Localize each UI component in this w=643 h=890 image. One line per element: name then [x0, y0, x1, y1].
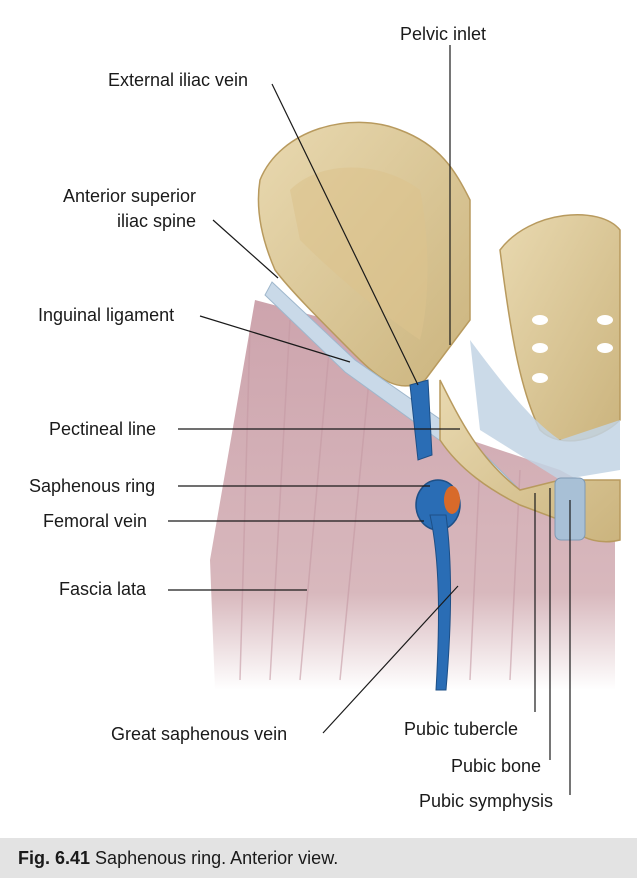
- label-great-saphenous-vein: Great saphenous vein: [111, 724, 288, 744]
- label-saphenous-ring: Saphenous ring: [29, 476, 156, 496]
- iliac-fossa: [290, 167, 428, 340]
- label-femoral-vein: Femoral vein: [43, 511, 148, 531]
- label-pubic-tubercle: Pubic tubercle: [404, 719, 519, 739]
- label-pectineal-line: Pectineal line: [49, 419, 157, 439]
- label-pelvic-inlet: Pelvic inlet: [400, 24, 487, 44]
- caption-bar: [0, 838, 637, 878]
- label-pubic-symphysis: Pubic symphysis: [419, 791, 554, 811]
- sacral-foramen: [597, 315, 613, 325]
- label-inguinal-ligament: Inguinal ligament: [38, 305, 175, 325]
- pointer-great-saphenous-vein: [322, 585, 459, 734]
- figure-caption: Fig. 6.41 Saphenous ring. Anterior view.: [18, 848, 338, 869]
- great-saphenous-vein-shape: [429, 514, 451, 691]
- label-external-iliac-vein: External iliac vein: [108, 70, 249, 90]
- label-pubic-bone: Pubic bone: [451, 756, 542, 776]
- figure-number: Fig. 6.41: [18, 848, 91, 868]
- pointer-anterior-superior-iliac-spine: [212, 219, 279, 279]
- sacral-foramen: [597, 343, 613, 353]
- label-anterior-superior-iliac-spine-line2: iliac spine: [116, 211, 196, 231]
- sacral-foramen: [532, 343, 548, 353]
- sacral-ligaments: [470, 340, 620, 480]
- external-iliac-vein-shape: [409, 379, 433, 461]
- pointer-external-iliac-vein: [271, 83, 419, 386]
- femoral-artery-shape: [444, 486, 460, 514]
- figure-caption-text: Saphenous ring. Anterior view.: [95, 848, 339, 868]
- sacral-foramen: [532, 315, 548, 325]
- pointer-inguinal-ligament: [199, 315, 351, 363]
- label-fascia-lata: Fascia lata: [59, 579, 147, 599]
- sacral-foramen: [532, 373, 548, 383]
- label-anterior-superior-iliac-spine-line1: Anterior superior: [62, 186, 196, 206]
- muscle-fibers: [239, 319, 521, 681]
